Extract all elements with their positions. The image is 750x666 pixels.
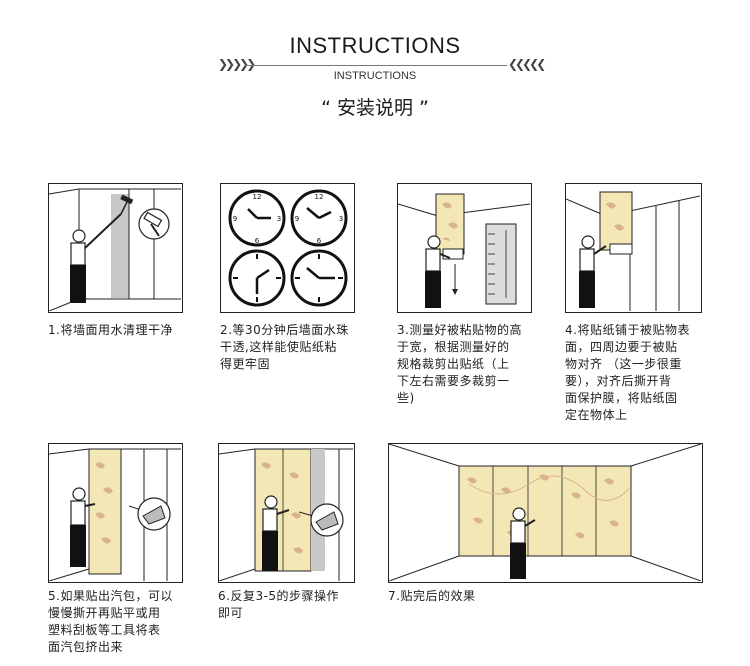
clock-icon: 12 3 6 9 (290, 189, 348, 247)
step-2-caption: 2.等30分钟后墙面水珠 干透,这样能使贴纸粘 得更牢固 (220, 323, 349, 371)
step-5-illustration (48, 443, 183, 583)
svg-text:12: 12 (315, 193, 324, 201)
step-7-caption: 7.贴完后的效果 (388, 589, 476, 603)
step-4-illustration (565, 183, 702, 313)
step-4-caption: 4.将贴纸铺于被贴物表 面，四周边要于被贴 物对齐 （这一步很重 要），对齐后撕… (565, 323, 690, 422)
step-1-illustration (48, 183, 183, 313)
step-7-illustration (388, 443, 703, 583)
step-3-illustration (397, 183, 532, 313)
page-title: INSTRUCTIONS (289, 33, 461, 58)
page-subtitle: INSTRUCTIONS (333, 70, 417, 82)
step-1-caption: 1.将墙面用水清理干净 (48, 323, 173, 337)
title-divider (245, 65, 507, 66)
step-6-caption: 6.反复3-5的步骤操作 即可 (218, 589, 340, 620)
step-2-illustration: 12 3 6 9 12 3 6 9 (220, 183, 355, 313)
svg-text:3: 3 (339, 215, 343, 223)
svg-text:6: 6 (255, 237, 260, 245)
page-title-chinese: “ 安装说明 ” (321, 97, 429, 119)
step-5-caption: 5.如果贴出汽包，可以 慢慢撕开再贴平或用 塑料刮板等工具将表 面汽包挤出来 (48, 589, 173, 654)
step-3-caption: 3.测量好被粘贴物的高 于宽，根据测量好的 规格裁剪出贴纸（上 下左右需要多裁剪… (397, 323, 522, 405)
clock-icon: 12 3 6 9 (228, 189, 286, 247)
svg-text:9: 9 (295, 215, 299, 223)
svg-text:12: 12 (253, 193, 262, 201)
clock-icon (290, 249, 348, 307)
svg-text:3: 3 (277, 215, 281, 223)
clock-icon (228, 249, 286, 307)
svg-text:6: 6 (317, 237, 322, 245)
right-chevrons-icon: ❮❮❮❮❮ (508, 57, 546, 71)
svg-text:9: 9 (233, 215, 237, 223)
left-chevrons-icon: ❯❯❯❯❯ (218, 57, 256, 71)
step-6-illustration (218, 443, 355, 583)
